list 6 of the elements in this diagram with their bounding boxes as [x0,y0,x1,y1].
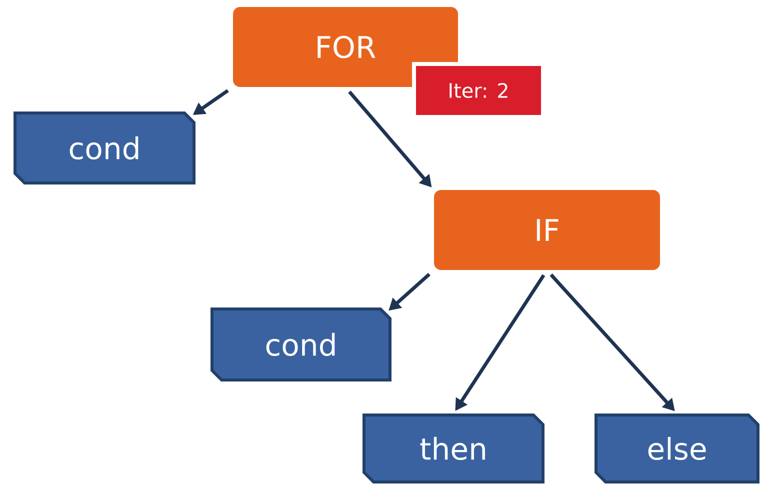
condition-box: cond [210,308,392,382]
branch-box: then [362,414,544,484]
control-box: IF [434,190,660,270]
condition-box: cond [14,112,196,184]
iteration-badge: Iter: 2 [412,62,545,119]
branch-box: else [594,414,760,484]
